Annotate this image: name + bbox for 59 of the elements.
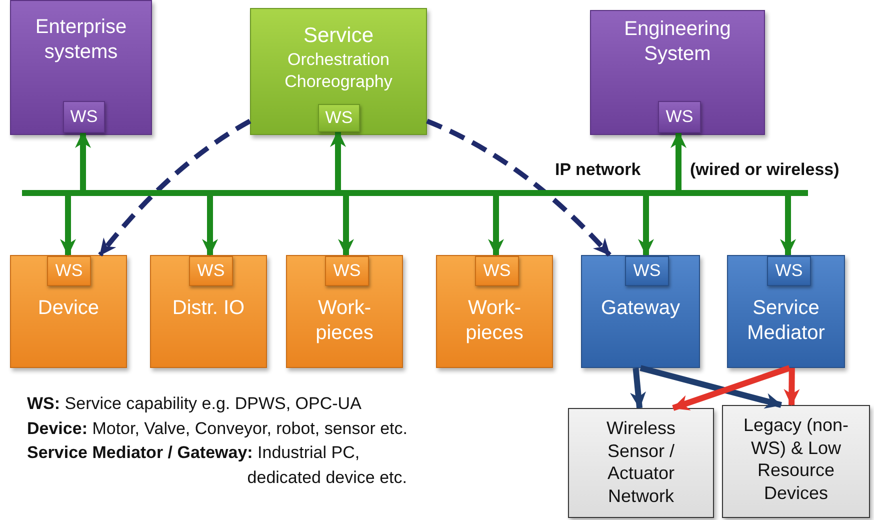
box-label: Work-pieces (314, 296, 374, 346)
ws-tab (658, 101, 701, 133)
arrow (202, 196, 218, 256)
box-label: Gateway (601, 296, 680, 321)
device-box (286, 255, 403, 368)
gateway-box (581, 255, 700, 368)
gateway-box (727, 255, 845, 368)
ws-label: WS (666, 106, 694, 128)
arrow (60, 196, 76, 256)
orchestration-box (250, 8, 427, 135)
box-label: Service (303, 23, 374, 49)
box-label: Legacy (non-WS) & Low Resource Devices (742, 414, 850, 504)
arrow (672, 365, 790, 411)
ws-tab (63, 101, 105, 133)
ws-tab (189, 256, 233, 286)
device-box (436, 255, 553, 368)
ws-label: WS (483, 260, 511, 282)
arrow (630, 368, 646, 409)
box-label: Device (38, 296, 100, 321)
network-bus (22, 190, 808, 196)
arrow (488, 196, 504, 256)
system-box (590, 10, 765, 135)
arrow (338, 196, 354, 256)
arrow (638, 196, 654, 256)
device-box (150, 255, 267, 368)
ws-label: WS (70, 106, 98, 128)
box-label: Engineering System (623, 17, 732, 67)
box-label: Orchestration Choreography (284, 49, 394, 92)
box-label: Service Mediator (746, 296, 826, 346)
box-label: Distr. IO (172, 296, 245, 321)
ws-tab (625, 256, 669, 286)
ws-label: WS (325, 107, 353, 129)
arrow (330, 130, 346, 190)
ws-label: WS (633, 260, 661, 282)
arrow (640, 365, 782, 409)
ws-tab (47, 256, 91, 286)
legacy-box (722, 405, 870, 518)
ws-label: WS (55, 260, 83, 282)
ws-tab (325, 256, 369, 286)
box-label: Enterprise systems (34, 15, 128, 65)
device-box (10, 255, 127, 368)
ws-label: WS (775, 260, 803, 282)
ws-label: WS (333, 260, 361, 282)
ws-tab (475, 256, 519, 286)
note-text: Device: Motor, Valve, Conveyor, robot, sensor etc. (27, 418, 408, 440)
ws-tab (767, 256, 811, 286)
dashed-arrow (426, 118, 612, 257)
system-box (10, 0, 152, 135)
box-label: Work-pieces (464, 296, 524, 346)
arrow (780, 196, 796, 256)
ws-label: WS (197, 260, 225, 282)
dashed-arrow (98, 118, 252, 257)
box-label: Wireless Sensor / Actuator Network (605, 417, 676, 507)
note-text: WS: Service capability e.g. DPWS, OPC-UA (27, 393, 362, 415)
arrow (784, 368, 800, 406)
network-label: (wired or wireless) (688, 160, 842, 180)
legacy-box (568, 408, 714, 518)
ws-tab (318, 104, 360, 132)
note-text: Service Mediator / Gateway: Industrial PC, dedicated device etc. (27, 442, 407, 489)
